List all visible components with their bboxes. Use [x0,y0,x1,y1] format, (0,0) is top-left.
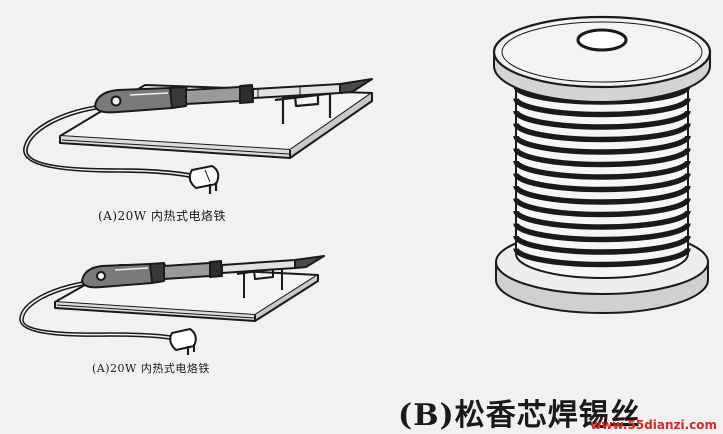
power-cord-bottom [19,281,177,341]
solder-wire-coil [513,135,691,155]
solder-wire-coil [513,210,691,230]
solder-wire-coil [513,247,691,268]
iron-handle-bottom [81,262,167,289]
solder-wire-coil [513,172,691,193]
solder-wire-coil [513,222,691,243]
solder-wire-spool [492,15,712,314]
solder-wire-coil [513,147,691,168]
soldering-iron-top [23,78,373,194]
soldering-iron-bottom [19,255,325,355]
power-plug-top [188,165,220,194]
solder-wire-coil [513,97,691,118]
site-watermark: www.55dianzi.com [590,418,717,432]
power-plug-bottom [169,328,197,355]
solder-wire-coil [513,122,691,143]
iron-shaft-top [185,78,373,105]
caption-soldering-iron-bottom: (A)20W 内热式电烙铁 [92,362,210,375]
spool-top-flange [492,15,712,103]
solder-wire-coil [513,197,691,218]
solder-wire-coil [513,185,691,205]
solder-wire-coil [513,160,691,180]
iron-shaft-bottom [163,255,325,280]
iron-handle-top [94,86,189,114]
solder-wire-coil [513,235,691,255]
caption-solder-wire: (B)松香芯焊锡丝 [398,398,641,433]
solder-wire-coil [513,110,691,130]
caption-soldering-iron-top: (A)20W 内热式电烙铁 [98,209,226,223]
power-cord-top [23,105,197,179]
spool-wire-windings [513,73,691,279]
